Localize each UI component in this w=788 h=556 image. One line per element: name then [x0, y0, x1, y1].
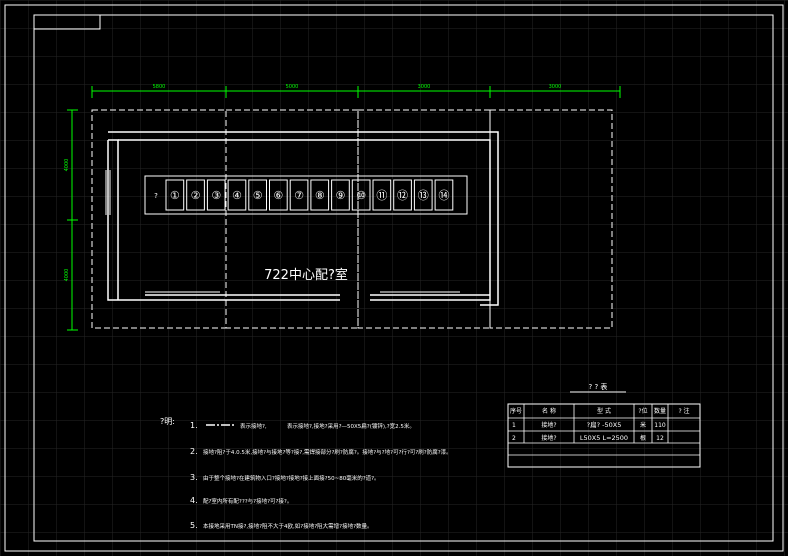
note-number: 5. — [190, 521, 198, 530]
note-text: 本接地采用TN接?,接地?阻不大于4欧,如?接地?阻大需增?接地?数量。 — [203, 522, 373, 530]
bom-cell: 1 — [512, 422, 516, 429]
room-title: 722中心配?室 — [264, 267, 348, 283]
note-text: 表示接地?,接地?采用?—50X5扁?(镀锌),?宽2.5米。 — [287, 422, 415, 430]
note-text: 由于整个接地?在建筑物入口?接地?接地?接上面接?50~80毫米的?道?。 — [203, 474, 380, 482]
cabinet-box — [186, 179, 205, 211]
dimension-label-top: 3000 — [549, 84, 562, 90]
bom-header-cell: 名 称 — [542, 407, 556, 415]
bom-cell: 2 — [512, 435, 516, 442]
note-text: 接地?阻?于4.0.5米,接地?与接地?等?接?,需焊接部分?刷?防腐?。接地?… — [203, 448, 452, 456]
cabinet-box — [331, 179, 350, 211]
bom-cell: 米 — [640, 421, 646, 429]
cabinet-number: ② — [191, 189, 201, 202]
cabinet-box — [393, 179, 412, 211]
cabinet-number: ⑥ — [273, 189, 283, 202]
cabinet-number: ④ — [232, 189, 242, 202]
note-number: 2. — [190, 447, 198, 456]
cabinet-number: ⑨ — [336, 189, 346, 202]
bom-header-cell: ?位 — [638, 407, 647, 415]
cabinet-number: ⑤ — [253, 189, 263, 202]
note-text: 配?室内所有配???与?接地?可?接?。 — [203, 497, 292, 505]
note-number: 1. — [190, 421, 198, 430]
bom-cell: 接地? — [541, 434, 556, 442]
cabinet-box — [248, 179, 268, 211]
cabinet-box — [351, 179, 371, 211]
door-marks — [105, 170, 460, 293]
cabinet-number: ① — [170, 189, 180, 202]
dimension-label-top: 3000 — [418, 84, 431, 90]
notes-list: 1. 表示接地?, 表示接地?,接地?采用?—50X5扁?(镀锌),?宽2.5米。 2… — [190, 421, 452, 530]
dimension-label-left: 4000 — [64, 269, 70, 282]
drawing-border — [33, 14, 774, 542]
note-number: 4. — [190, 496, 198, 505]
bom-cell: L50X5 L=2500 — [580, 434, 628, 442]
cabinet-row-outline — [144, 175, 468, 215]
cabinet-number: ⑩ — [356, 189, 366, 202]
cabinet-number: ⑪ — [376, 189, 387, 202]
cabinet-box — [372, 179, 392, 211]
cabinet-prefix: ? — [154, 192, 158, 200]
top-dimension-line — [91, 86, 621, 98]
cabinet-box — [413, 179, 433, 211]
bom-cell: ?扁? -50X5 — [587, 420, 622, 429]
bom-table-frame — [507, 403, 701, 468]
bom-cell: 12 — [656, 435, 664, 442]
cabinet-box — [434, 179, 454, 211]
cabinet-number: ⑬ — [418, 189, 429, 202]
cabinet-box — [165, 179, 185, 211]
cabinet-number: ⑭ — [438, 189, 449, 202]
dimension-label-left: 4000 — [64, 159, 70, 172]
cabinet-box — [310, 179, 330, 211]
bom-title: ? ? 表 — [589, 382, 608, 391]
note-number: 3. — [190, 473, 198, 482]
room-inner-wall — [107, 131, 499, 306]
cabinet-box — [227, 179, 247, 211]
cabinet-box — [269, 179, 288, 211]
bom-header-cell: ? 注 — [678, 407, 689, 415]
corner-stamp-box — [33, 14, 101, 30]
bom-table: 序号 名 称 型 式 ?位数量 ? 注 1 接地? ?扁? -50X5 米 110 2 接地? L50X… — [507, 403, 701, 468]
dimension-label-top: 5800 — [153, 84, 166, 90]
cabinet-number: ⑫ — [397, 189, 408, 202]
outer-frame — [4, 4, 784, 552]
bom-cell: 接地? — [541, 421, 556, 429]
cabinet-box — [289, 179, 309, 211]
cabinet-number: ③ — [211, 189, 221, 202]
dimension-label-top: 5000 — [286, 84, 299, 90]
cabinet-number: ⑧ — [315, 189, 325, 202]
bom-cell: 根 — [640, 434, 646, 442]
notes-label: ?明: — [160, 417, 175, 426]
note-legend-text: 表示接地?, — [240, 422, 267, 430]
cabinet-number: ⑦ — [294, 189, 304, 202]
bom-header-cell: 序号 — [510, 407, 522, 415]
bom-header-cell: 型 式 — [597, 407, 611, 415]
bom-cell: 110 — [654, 422, 666, 429]
bom-header-cell: 数量 — [654, 407, 666, 415]
cabinet-box — [206, 179, 226, 211]
left-dimension-line — [67, 109, 78, 331]
